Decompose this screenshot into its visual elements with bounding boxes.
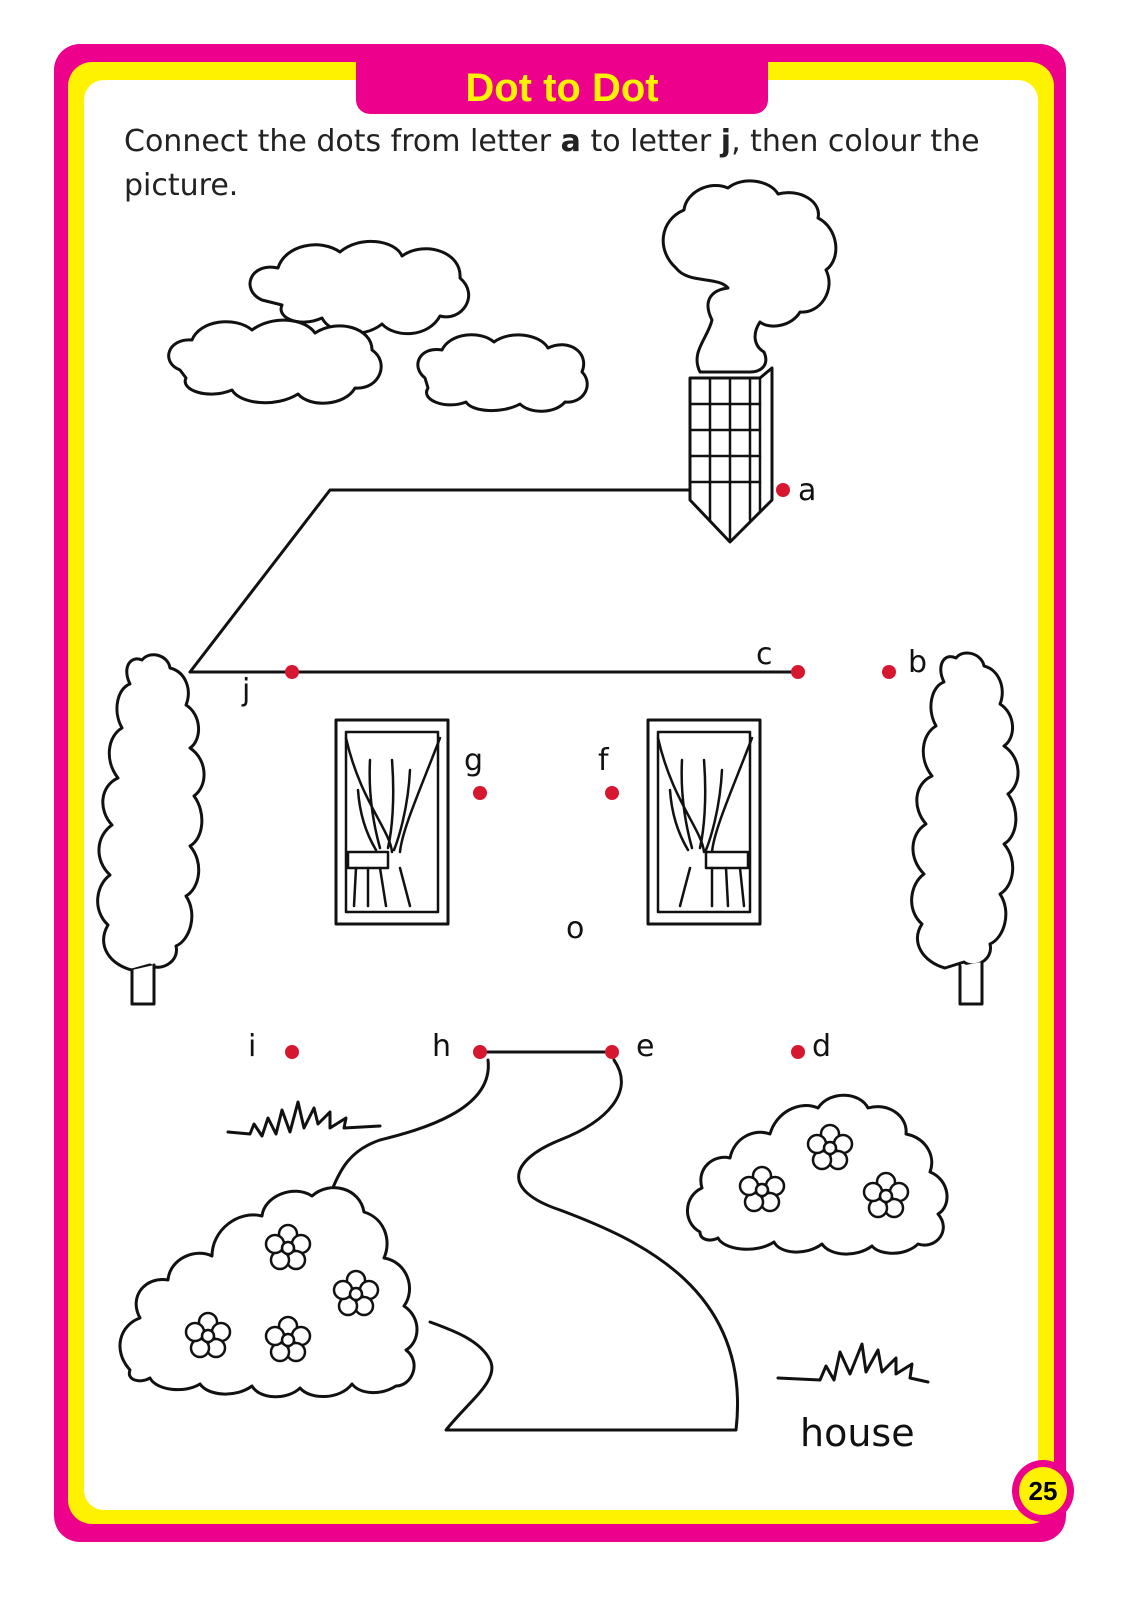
cloud-left [167, 318, 383, 405]
roof-outline [188, 488, 800, 674]
tree-right [910, 651, 1020, 1006]
dot-label-i: i [248, 1029, 256, 1064]
dot-i[interactable] [285, 1045, 299, 1059]
chimney-smoke [661, 179, 838, 374]
window-right [646, 718, 762, 926]
dot-label-d: d [812, 1029, 831, 1064]
dot-label-a: a [798, 473, 816, 508]
dot-label-h: h [432, 1029, 451, 1064]
dot-label-e: e [636, 1029, 654, 1064]
word-label: house [800, 1411, 915, 1455]
instructions: Connect the dots from letter a to letter… [124, 120, 1004, 208]
grass-tuft-right [776, 1342, 930, 1384]
dot-label-f: f [598, 743, 610, 778]
dot-c[interactable] [791, 665, 805, 679]
chimney-brick-grid [688, 376, 762, 542]
dot-e[interactable] [605, 1045, 619, 1059]
tree-left-trunk [130, 963, 156, 1006]
dot-label-c: c [756, 637, 773, 672]
page-number-badge-inner: 25 [1019, 1467, 1067, 1515]
dot-a[interactable] [776, 483, 790, 497]
cloud-right [416, 333, 589, 413]
dots-layer [285, 483, 896, 1059]
instructions-part2: to letter [580, 124, 721, 159]
tree-left [96, 653, 206, 1006]
grass-tuft-left [226, 1100, 382, 1138]
garden-path [330, 1050, 739, 1432]
window-left [334, 718, 450, 926]
instructions-to-letter: j [720, 124, 732, 159]
page-number-badge: 25 [1012, 1460, 1074, 1522]
page-number: 25 [1028, 1475, 1058, 1506]
page-title: Dot to Dot [465, 65, 659, 110]
title-tab: Dot to Dot [356, 62, 768, 114]
dot-f[interactable] [605, 786, 619, 800]
bush-right [686, 1093, 949, 1256]
dot-label-b: b [908, 645, 927, 680]
dot-g[interactable] [473, 786, 487, 800]
dot-h[interactable] [473, 1045, 487, 1059]
dot-label-j: j [241, 673, 250, 708]
dot-d[interactable] [791, 1045, 805, 1059]
bush-left-flowers [184, 1223, 380, 1363]
tree-right-trunk [958, 960, 984, 1006]
instructions-from-letter: a [560, 124, 581, 159]
instructions-part1: Connect the dots from letter [124, 124, 561, 159]
bush-right-flowers [738, 1123, 910, 1219]
instructions-part3: , then colour the picture. [124, 124, 980, 203]
dot-label-g: g [464, 743, 483, 778]
dot-b[interactable] [882, 665, 896, 679]
dot-j[interactable] [285, 665, 299, 679]
stray-letter: o [566, 911, 584, 946]
